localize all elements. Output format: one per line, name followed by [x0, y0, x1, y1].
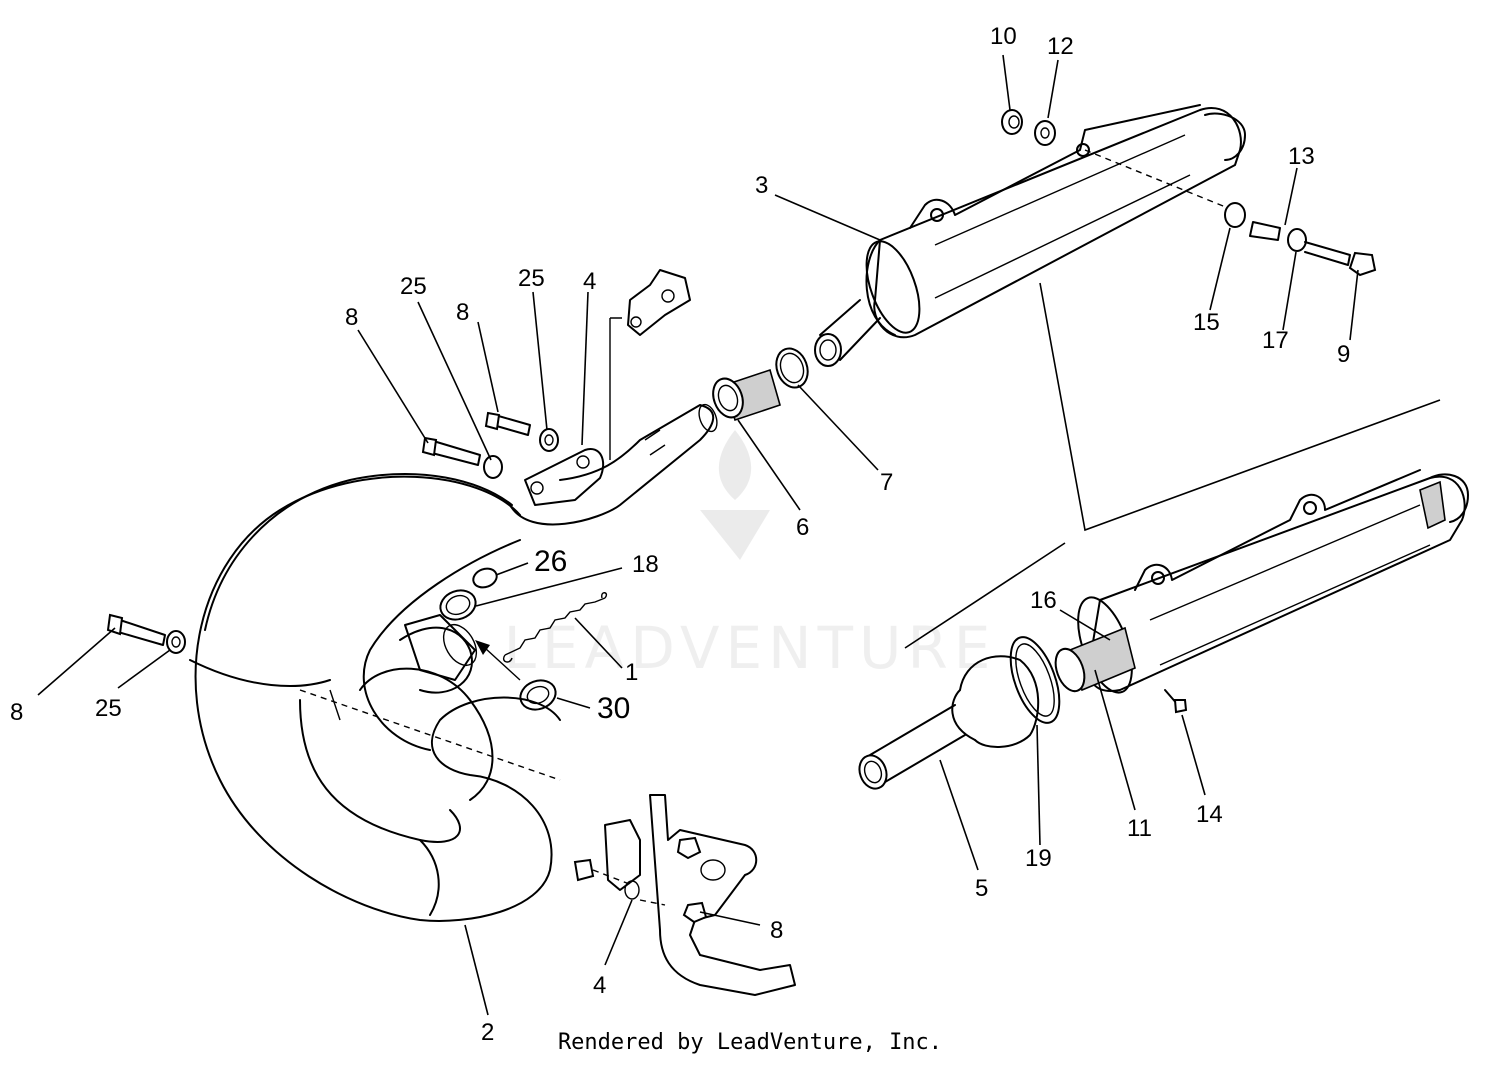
watermark-logo [700, 430, 770, 560]
callout-17: 17 [1262, 327, 1289, 354]
left-bolt[interactable] [106, 613, 186, 654]
footer-credit: Rendered by LeadVenture, Inc. [557, 1030, 943, 1055]
flange-bolts[interactable] [421, 411, 559, 479]
callout-18: 18 [632, 551, 659, 578]
gasket-19[interactable] [1001, 631, 1069, 729]
sleeve-6[interactable] [708, 368, 781, 422]
callout-8-c: 8 [10, 699, 23, 726]
callout-25-a: 25 [400, 273, 427, 300]
o-ring-26[interactable] [471, 565, 500, 590]
callout-5: 5 [975, 875, 988, 902]
spring-1[interactable] [503, 592, 608, 663]
bracket-top[interactable] [627, 269, 691, 336]
callout-9: 9 [1337, 341, 1350, 368]
callout-13: 13 [1288, 143, 1315, 170]
callout-30: 30 [597, 692, 630, 725]
gasket-30[interactable] [516, 676, 559, 715]
end-cap-5[interactable] [855, 655, 1040, 792]
callout-8-a: 8 [345, 304, 358, 331]
gasket-18[interactable] [436, 586, 479, 625]
callout-12: 12 [1047, 33, 1074, 60]
callout-6: 6 [796, 514, 809, 541]
inner-pipe-11[interactable] [1050, 626, 1136, 695]
frame-bracket-lower[interactable] [573, 794, 796, 996]
callout-15: 15 [1193, 309, 1220, 336]
expansion-chamber[interactable] [189, 402, 720, 922]
callout-10: 10 [990, 23, 1017, 50]
arrow-icon [475, 640, 490, 655]
callout-26: 26 [534, 545, 567, 578]
callout-11: 11 [1127, 815, 1152, 842]
callout-3: 3 [755, 172, 768, 199]
leader-lines [37, 54, 1359, 1016]
callout-4-b: 4 [593, 972, 606, 999]
callout-25-b: 25 [518, 265, 545, 292]
upper-mount-hardware[interactable] [1001, 109, 1377, 277]
gasket-7[interactable] [771, 344, 813, 392]
watermark-text: LEADVENTURE [504, 614, 997, 682]
callout-14: 14 [1196, 801, 1223, 828]
callout-7: 7 [880, 469, 893, 496]
callout-16: 16 [1030, 587, 1057, 614]
callout-8-d: 8 [770, 917, 783, 944]
callout-labels: 10 12 3 13 15 17 9 25 25 4 8 8 7 6 26 18… [10, 23, 1350, 1046]
callout-25-c: 25 [95, 695, 122, 722]
callout-19: 19 [1025, 845, 1052, 872]
callout-1: 1 [625, 659, 638, 686]
screw-14[interactable] [1164, 689, 1188, 714]
callout-2: 2 [481, 1019, 494, 1046]
silencer-upper[interactable] [814, 104, 1246, 367]
callout-4-a: 4 [583, 268, 596, 295]
callout-8-b: 8 [456, 299, 469, 326]
chamber-flange[interactable] [524, 448, 605, 506]
